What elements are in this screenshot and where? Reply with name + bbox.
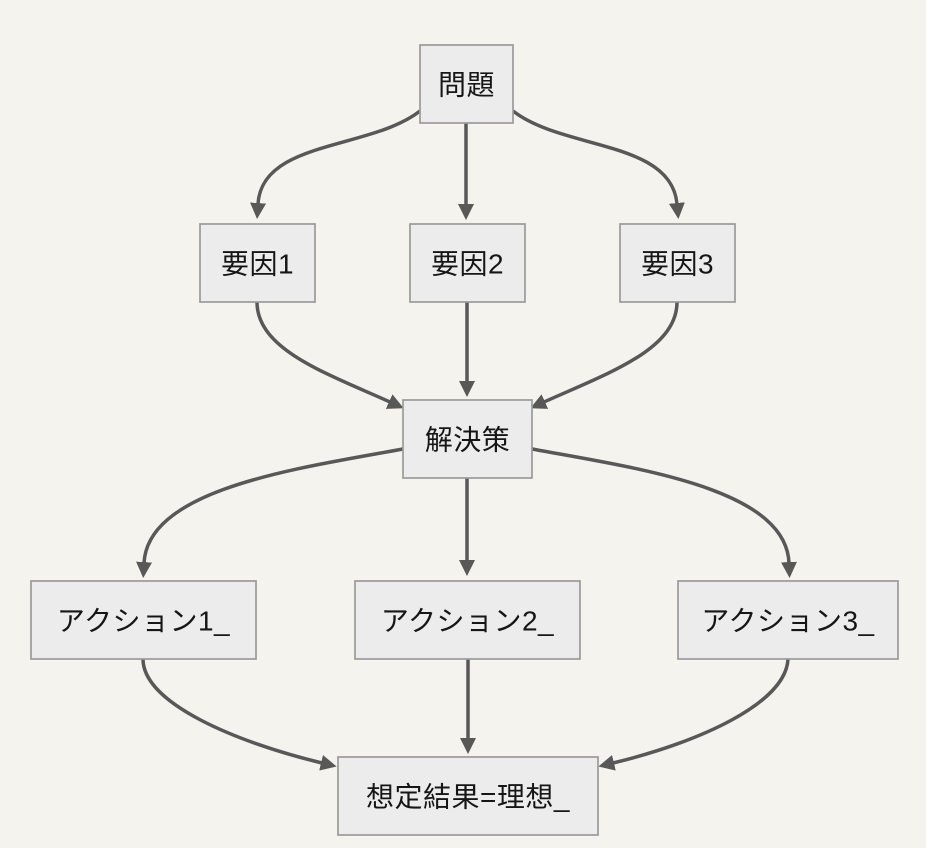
node-factor-2-box <box>409 223 526 303</box>
node-expected-result: 想定結果=理想_ <box>337 756 599 836</box>
node-action-3: アクション3_ <box>677 580 899 660</box>
node-solution-box <box>402 399 533 479</box>
node-action-2-label: アクション2_ <box>381 606 554 637</box>
node-factor-2: 要因2 <box>409 223 526 303</box>
edge-problem-to-factor-1 <box>250 109 422 220</box>
edge-problem-to-factor-3 <box>511 109 685 219</box>
node-action-1: アクション1_ <box>30 580 257 660</box>
node-action-1-label: アクション1_ <box>57 606 230 637</box>
node-action-2: アクション2_ <box>354 580 581 660</box>
node-problem-label: 問題 <box>438 70 495 101</box>
edges-layer <box>136 109 797 771</box>
node-solution-label: 解決策 <box>425 425 511 456</box>
node-factor-1-label: 要因1 <box>221 249 294 280</box>
node-expected-result-label: 想定結果=理想_ <box>366 782 570 813</box>
node-factor-2-label: 要因2 <box>431 249 504 280</box>
node-problem: 問題 <box>419 44 514 124</box>
node-problem-box <box>419 44 514 124</box>
edge-action-1-to-expected-result <box>141 658 337 771</box>
node-factor-3: 要因3 <box>619 223 736 303</box>
node-factor-1-box <box>199 223 316 303</box>
nodes-layer: 問題 要因1 要因2 要因3 解決策 アクション1_ アクション2_ <box>30 44 899 836</box>
node-expected-result-box <box>337 756 599 836</box>
edge-factor-3-to-solution <box>530 301 679 409</box>
edge-action-3-to-expected-result <box>598 658 790 771</box>
node-factor-3-label: 要因3 <box>641 249 714 280</box>
node-factor-3-box <box>619 223 736 303</box>
edge-solution-to-action-1 <box>136 447 404 579</box>
edge-solution-to-action-3 <box>531 447 797 579</box>
node-solution: 解決策 <box>402 399 533 479</box>
node-action-2-box <box>354 580 581 660</box>
node-action-3-box <box>677 580 899 660</box>
node-factor-1: 要因1 <box>199 223 316 303</box>
edge-factor-1-to-solution <box>255 301 404 409</box>
node-action-3-label: アクション3_ <box>701 606 874 637</box>
node-action-1-box <box>30 580 257 660</box>
